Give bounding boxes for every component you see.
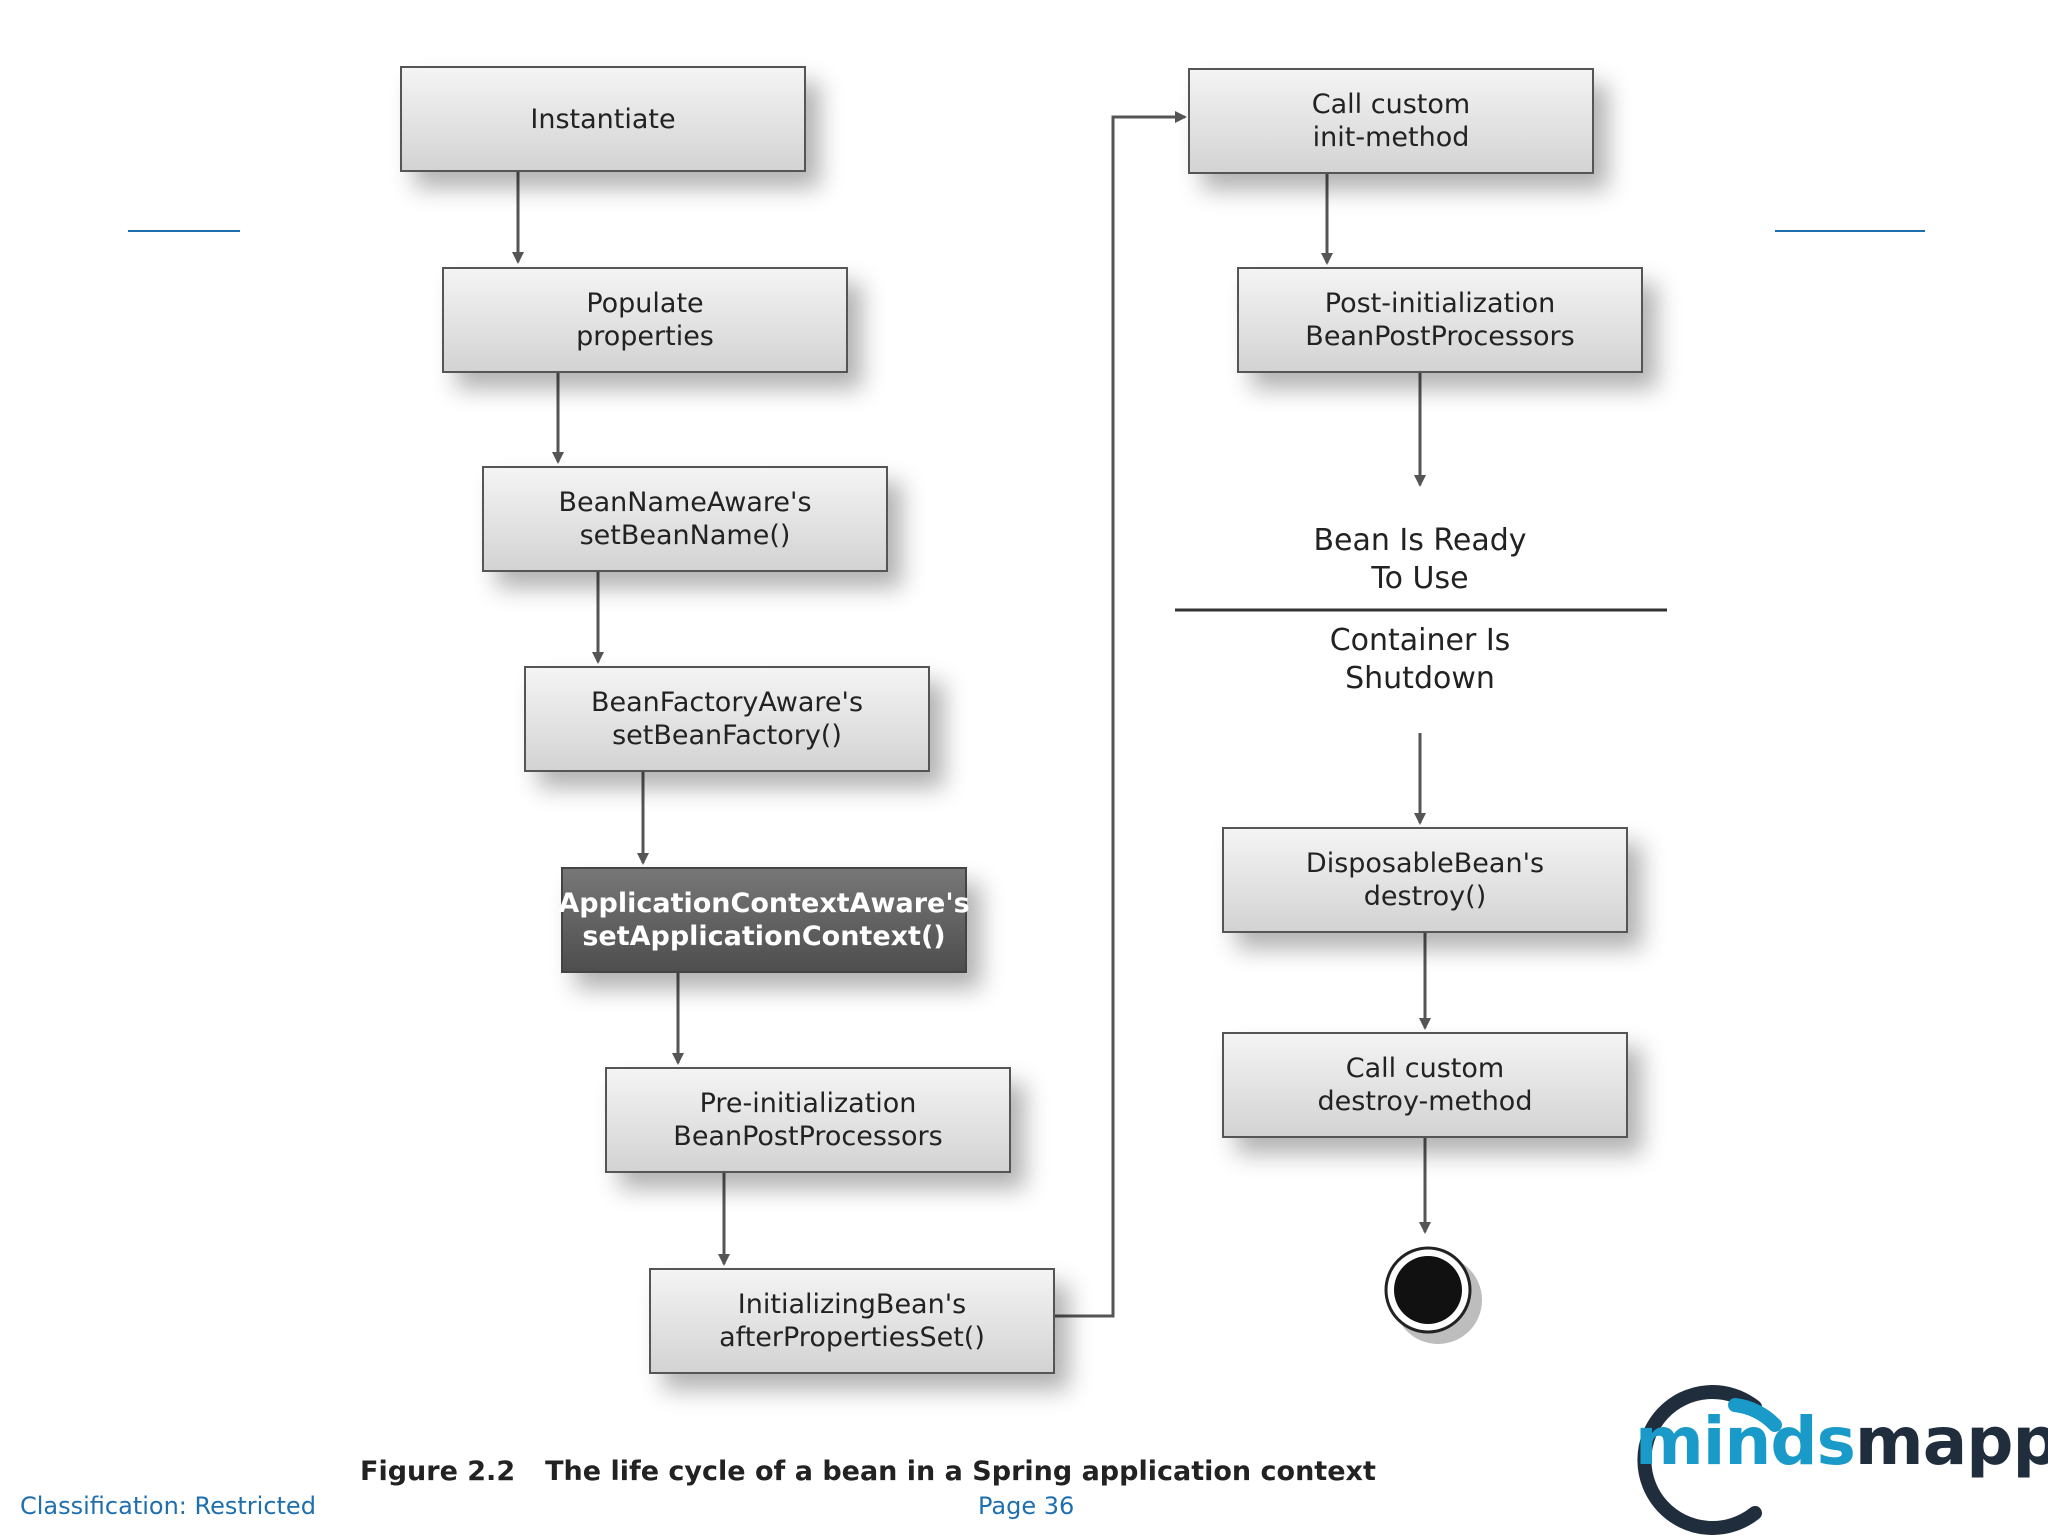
step-line: destroy-method (1317, 1086, 1533, 1117)
step-line: BeanNameAware's (558, 487, 812, 518)
step-bean-name-aware: BeanNameAware's setBeanName() (482, 466, 888, 572)
logo-part-2: mapped (1854, 1403, 2048, 1480)
step-line: Call custom (1311, 89, 1471, 120)
mindsmapped-logo: mindsmapped (1585, 1385, 2048, 1535)
classification-label: Classification: Restricted (20, 1492, 316, 1520)
state-line: Shutdown (1345, 661, 1495, 696)
step-initializing-bean: InitializingBean's afterPropertiesSet() (649, 1268, 1055, 1374)
step-line: Populate (586, 288, 704, 319)
state-bean-ready: Bean Is Ready To Use (1250, 522, 1590, 598)
step-line: Post-initialization (1324, 288, 1556, 319)
step-custom-init-method: Call custom init-method (1188, 68, 1594, 174)
final-state-node (1384, 1246, 1482, 1344)
figure-caption: Figure 2.2 The life cycle of a bean in a … (360, 1456, 1376, 1487)
step-bean-factory-aware: BeanFactoryAware's setBeanFactory() (524, 666, 930, 772)
figure-caption-text: The life cycle of a bean in a Spring app… (545, 1456, 1376, 1487)
arrow-initializing-initmethod (1055, 111, 1187, 1318)
page-number: Page 36 (978, 1492, 1075, 1520)
step-line: properties (576, 321, 714, 352)
step-line: setBeanFactory() (612, 720, 842, 751)
header-rule-right (1775, 230, 1925, 232)
logo-ring-icon (1637, 1385, 1782, 1535)
step-line: BeanPostProcessors (673, 1121, 943, 1152)
state-line: Container Is (1329, 623, 1511, 658)
step-line: InitializingBean's (737, 1289, 967, 1320)
step-line: ApplicationContextAware's (558, 888, 970, 919)
step-line: setApplicationContext() (582, 921, 946, 952)
state-line: Bean Is Ready (1313, 523, 1527, 558)
step-line: setBeanName() (579, 520, 791, 551)
logo-part-1: minds (1635, 1403, 1856, 1480)
state-line: To Use (1371, 561, 1469, 596)
step-application-context-aware: ApplicationContextAware's setApplication… (558, 867, 970, 973)
header-rule-left (128, 230, 240, 232)
state-container-shutdown: Container Is Shutdown (1250, 622, 1590, 698)
step-line: init-method (1312, 122, 1470, 153)
logo-wordmark: mindsmapped (1635, 1403, 2048, 1480)
step-populate-properties: Populate properties (442, 267, 848, 373)
figure-number: Figure 2.2 (360, 1456, 516, 1487)
step-line: destroy() (1363, 881, 1487, 912)
step-post-initialization: Post-initialization BeanPostProcessors (1237, 267, 1643, 373)
step-custom-destroy-method: Call custom destroy-method (1222, 1032, 1628, 1138)
step-line: Pre-initialization (699, 1088, 917, 1119)
step-line: Instantiate (530, 103, 676, 135)
step-line: afterPropertiesSet() (719, 1322, 985, 1353)
step-instantiate: Instantiate (400, 66, 806, 172)
step-line: BeanFactoryAware's (590, 687, 864, 718)
step-line: BeanPostProcessors (1305, 321, 1575, 352)
step-pre-initialization: Pre-initialization BeanPostProcessors (605, 1067, 1011, 1173)
step-line: Call custom (1345, 1053, 1505, 1084)
step-line: DisposableBean's (1305, 848, 1545, 879)
step-disposable-bean: DisposableBean's destroy() (1222, 827, 1628, 933)
